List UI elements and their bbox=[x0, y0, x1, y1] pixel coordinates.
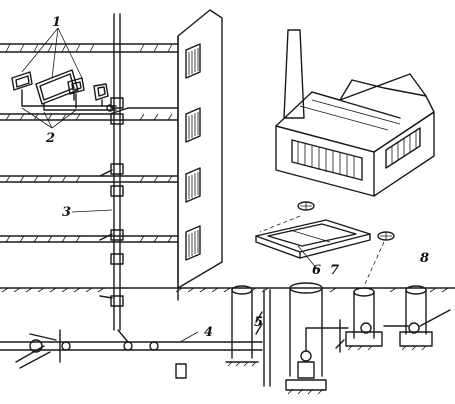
manhole-left bbox=[225, 285, 259, 367]
building-window bbox=[185, 107, 201, 143]
yard-sewer bbox=[0, 329, 263, 379]
pumping-manhole bbox=[285, 282, 349, 395]
drain-grate bbox=[297, 201, 315, 211]
label-6: 6 bbox=[312, 263, 321, 278]
leader-lines bbox=[21, 27, 319, 343]
label-1: 1 bbox=[52, 15, 61, 30]
building-window bbox=[185, 43, 201, 79]
label-4: 4 bbox=[204, 325, 213, 340]
label-3: 3 bbox=[62, 205, 71, 220]
ground-line bbox=[0, 287, 455, 293]
manhole-middle bbox=[335, 287, 383, 353]
outfall-pipe bbox=[255, 289, 271, 387]
building-window bbox=[185, 167, 201, 203]
drain-grate bbox=[377, 231, 395, 241]
building-window bbox=[185, 225, 201, 261]
label-7: 7 bbox=[330, 263, 339, 278]
dashed-connections bbox=[259, 215, 385, 287]
label-2: 2 bbox=[45, 131, 55, 146]
label-5: 5 bbox=[254, 315, 263, 330]
fixture-drains bbox=[21, 99, 117, 112]
riser-pipe bbox=[99, 13, 124, 331]
label-8: 8 bbox=[420, 251, 429, 266]
treatment-tank bbox=[255, 219, 371, 259]
manhole-right bbox=[383, 285, 451, 351]
factory-building bbox=[275, 29, 435, 197]
sanitary-fixtures bbox=[11, 69, 109, 111]
